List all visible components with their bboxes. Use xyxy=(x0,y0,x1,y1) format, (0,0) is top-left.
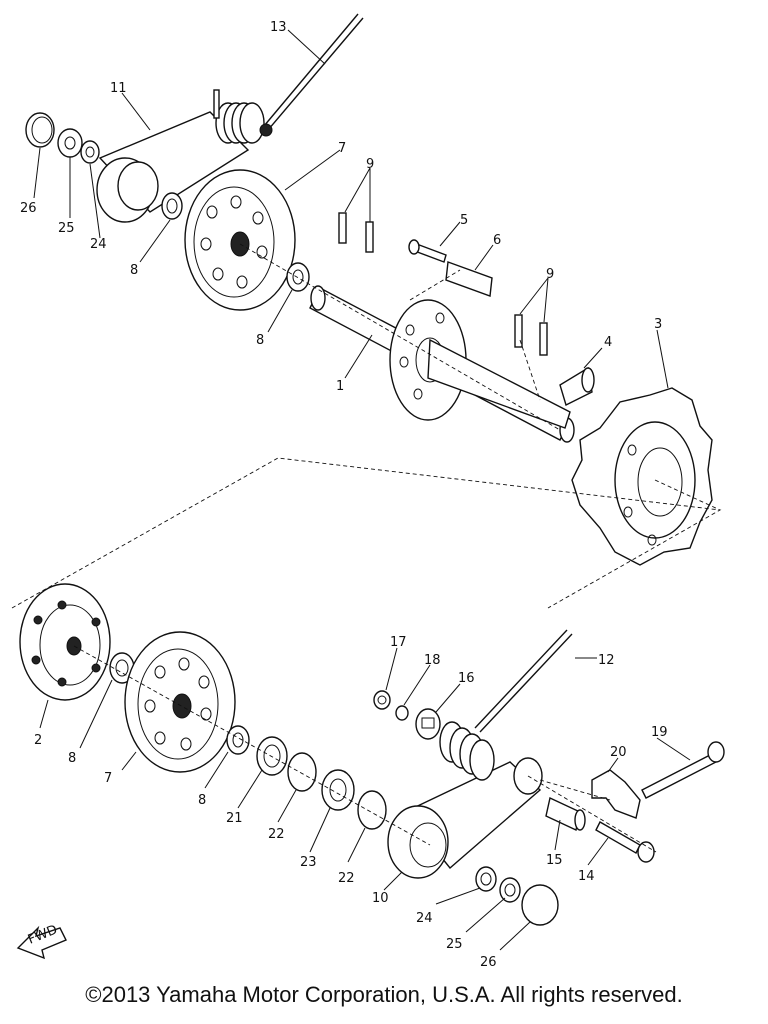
callout-7-lower: 7 xyxy=(104,771,112,786)
copyright-notice: ©2013 Yamaha Motor Corporation, U.S.A. A… xyxy=(85,982,683,1007)
nut-25-upper xyxy=(57,128,83,158)
nut-17 xyxy=(373,690,391,710)
callout-9-upper: 9 xyxy=(366,157,374,172)
callout-21: 21 xyxy=(226,811,243,826)
callout-22-right: 22 xyxy=(338,871,355,886)
bolt-5 xyxy=(408,239,447,263)
callout-17: 17 xyxy=(390,635,407,650)
bolt-19 xyxy=(641,741,725,799)
circlip-22-right xyxy=(357,790,387,830)
spring-coil-lower xyxy=(439,721,495,781)
circlip-26-upper xyxy=(25,112,55,148)
arm-11 xyxy=(96,89,273,223)
plate-16 xyxy=(415,708,441,740)
bearing-21 xyxy=(256,736,288,776)
callout-labels: 13 11 7 9 26 25 24 8 5 6 8 9 3 4 1 17 18… xyxy=(20,20,668,970)
washer-24-lower xyxy=(475,866,497,892)
wheel-7-upper xyxy=(184,169,296,311)
callout-10: 10 xyxy=(372,891,389,906)
bearing-23 xyxy=(321,769,355,811)
callout-1: 1 xyxy=(336,379,344,394)
callout-3: 3 xyxy=(654,317,662,332)
callout-25-upper: 25 xyxy=(58,221,75,236)
callout-12: 12 xyxy=(598,653,615,668)
washer-8-lower-right xyxy=(226,725,250,755)
collar-4 xyxy=(559,366,595,406)
callout-leaders xyxy=(33,29,691,951)
callout-23: 23 xyxy=(300,855,317,870)
callout-22-left: 22 xyxy=(268,827,285,842)
callout-26-upper: 26 xyxy=(20,201,37,216)
callout-8-upper-left: 8 xyxy=(130,263,138,278)
pins-9-right xyxy=(514,314,548,356)
rod-13 xyxy=(263,13,364,131)
callout-20: 20 xyxy=(610,745,627,760)
circlip-22-left xyxy=(287,752,317,792)
bracket-20 xyxy=(591,769,641,819)
sprocket-3 xyxy=(571,387,713,566)
nut-25-lower xyxy=(499,877,521,903)
callout-15: 15 xyxy=(546,853,563,868)
bolt-14 xyxy=(595,821,655,863)
parts-diagram: FWD 13 11 7 9 26 25 24 8 5 6 8 9 3 4 1 1… xyxy=(11,13,725,970)
cap-26-lower xyxy=(521,884,559,926)
plate-6 xyxy=(445,261,493,297)
sprocket-plate-upper xyxy=(389,299,571,429)
assembly-outline xyxy=(11,457,722,609)
callout-25-lower: 25 xyxy=(446,937,463,952)
callout-24-lower: 24 xyxy=(416,911,433,926)
callout-9-right: 9 xyxy=(546,267,554,282)
callout-24-upper: 24 xyxy=(90,237,107,252)
callout-8-lower-right: 8 xyxy=(198,793,206,808)
callout-18: 18 xyxy=(424,653,441,668)
callout-16: 16 xyxy=(458,671,475,686)
washer-24-upper xyxy=(80,140,100,164)
collar-15 xyxy=(545,796,586,832)
rod-12 xyxy=(474,629,573,733)
pins-9-upper xyxy=(338,212,374,253)
callout-13: 13 xyxy=(270,20,287,35)
callout-19: 19 xyxy=(651,725,668,740)
washer-8-upper-right xyxy=(286,262,310,292)
callout-14: 14 xyxy=(578,869,595,884)
callout-26-lower: 26 xyxy=(480,955,497,970)
wheel-7-lower xyxy=(124,631,236,773)
callout-2: 2 xyxy=(34,733,42,748)
washer-8-upper-left xyxy=(161,192,183,220)
spring-coil xyxy=(215,102,265,144)
callout-4: 4 xyxy=(604,335,612,350)
washer-8-lower-left xyxy=(109,652,135,684)
callout-6: 6 xyxy=(493,233,501,248)
arm-10 xyxy=(387,757,543,879)
callout-5: 5 xyxy=(460,213,468,228)
callout-8-upper-right: 8 xyxy=(256,333,264,348)
callout-8-lower-left: 8 xyxy=(68,751,76,766)
fwd-arrow: FWD xyxy=(16,922,67,960)
callout-7-upper: 7 xyxy=(338,141,346,156)
callout-11: 11 xyxy=(110,81,127,96)
washer-18 xyxy=(395,705,409,721)
sprocket-plate-2 xyxy=(19,583,111,701)
